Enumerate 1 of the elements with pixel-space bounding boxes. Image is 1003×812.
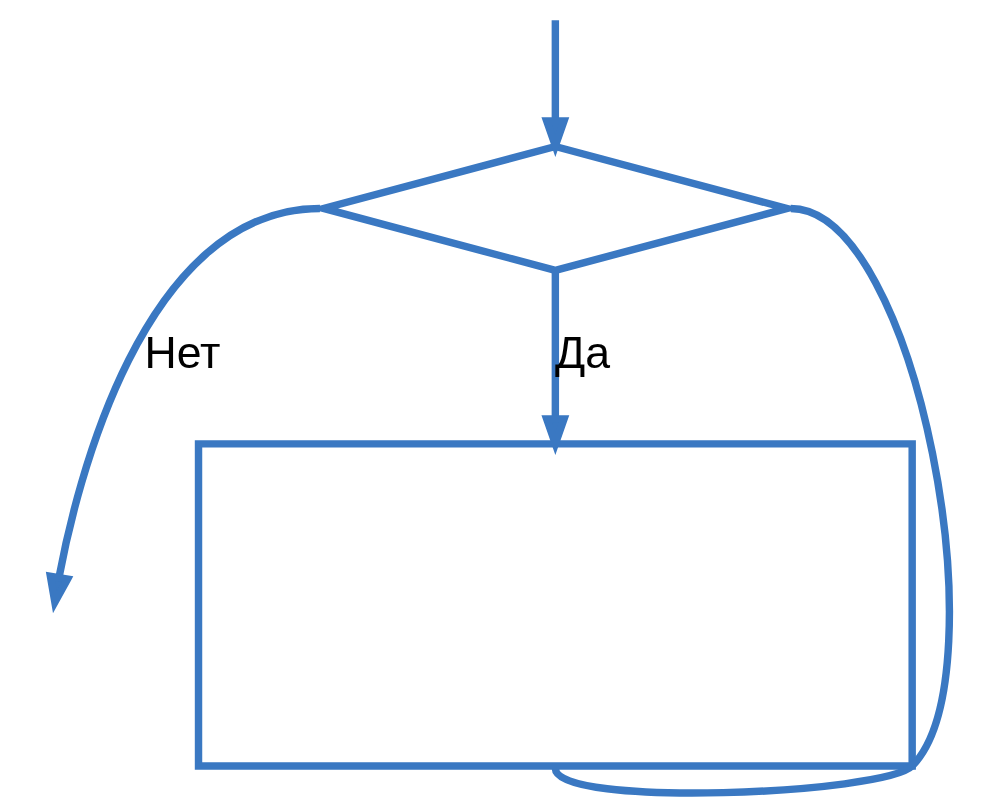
- edge-label: Нет: [143, 328, 220, 378]
